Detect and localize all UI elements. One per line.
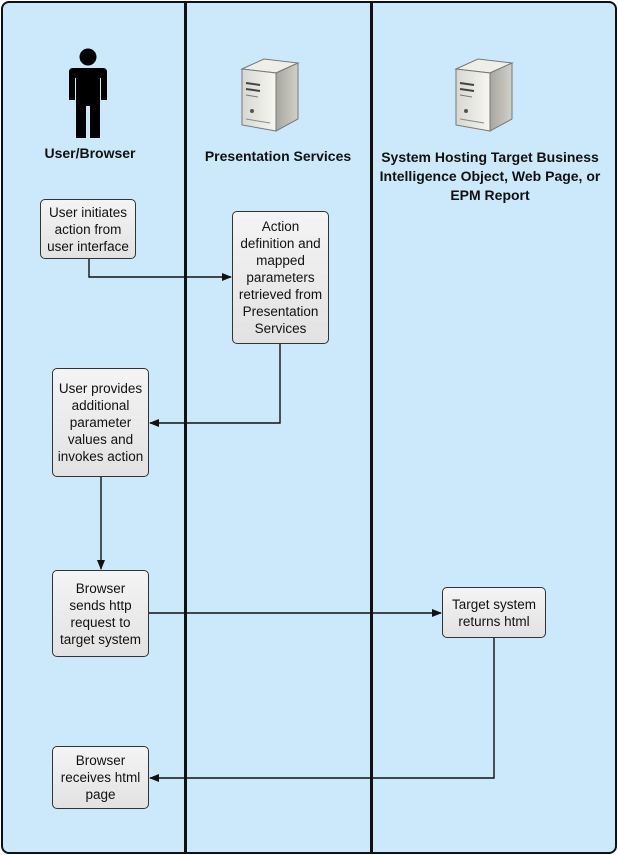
step-label: Action definition and mapped parameters … (238, 219, 323, 336)
lane-divider-1 (184, 3, 187, 852)
step-target-system-returns-html: Target system returns html (442, 587, 546, 638)
lane-title-presentation-services: Presentation Services (204, 148, 352, 164)
step-label: Browser sends http request to target sys… (59, 580, 142, 647)
lane-title-target-system: System Hosting Target Business Intellige… (379, 149, 601, 203)
arrow-returns-to-receives (149, 638, 495, 782)
arrow-retrieve-to-provide (149, 344, 281, 427)
arrow-initiate-to-retrieve (88, 259, 232, 281)
step-user-initiates-action: User initiates action from user interfac… (40, 199, 136, 259)
step-browser-sends-request: Browser sends http request to target sys… (52, 570, 149, 657)
step-browser-receives-html: Browser receives html page (52, 746, 149, 809)
person-icon (69, 48, 107, 138)
step-label: Browser receives html page (60, 753, 141, 802)
step-label: User provides additional parameter value… (57, 381, 144, 464)
server-icon (240, 58, 300, 132)
step-action-definition-retrieved: Action definition and mapped parameters … (232, 211, 329, 344)
step-label: User initiates action from user interfac… (47, 204, 129, 254)
lane-title-user-browser: User/Browser (44, 145, 136, 161)
step-label: Target system returns html (451, 596, 537, 629)
lane-divider-2 (370, 3, 373, 852)
step-user-provides-parameters: User provides additional parameter value… (52, 368, 149, 477)
server-icon (454, 58, 514, 132)
